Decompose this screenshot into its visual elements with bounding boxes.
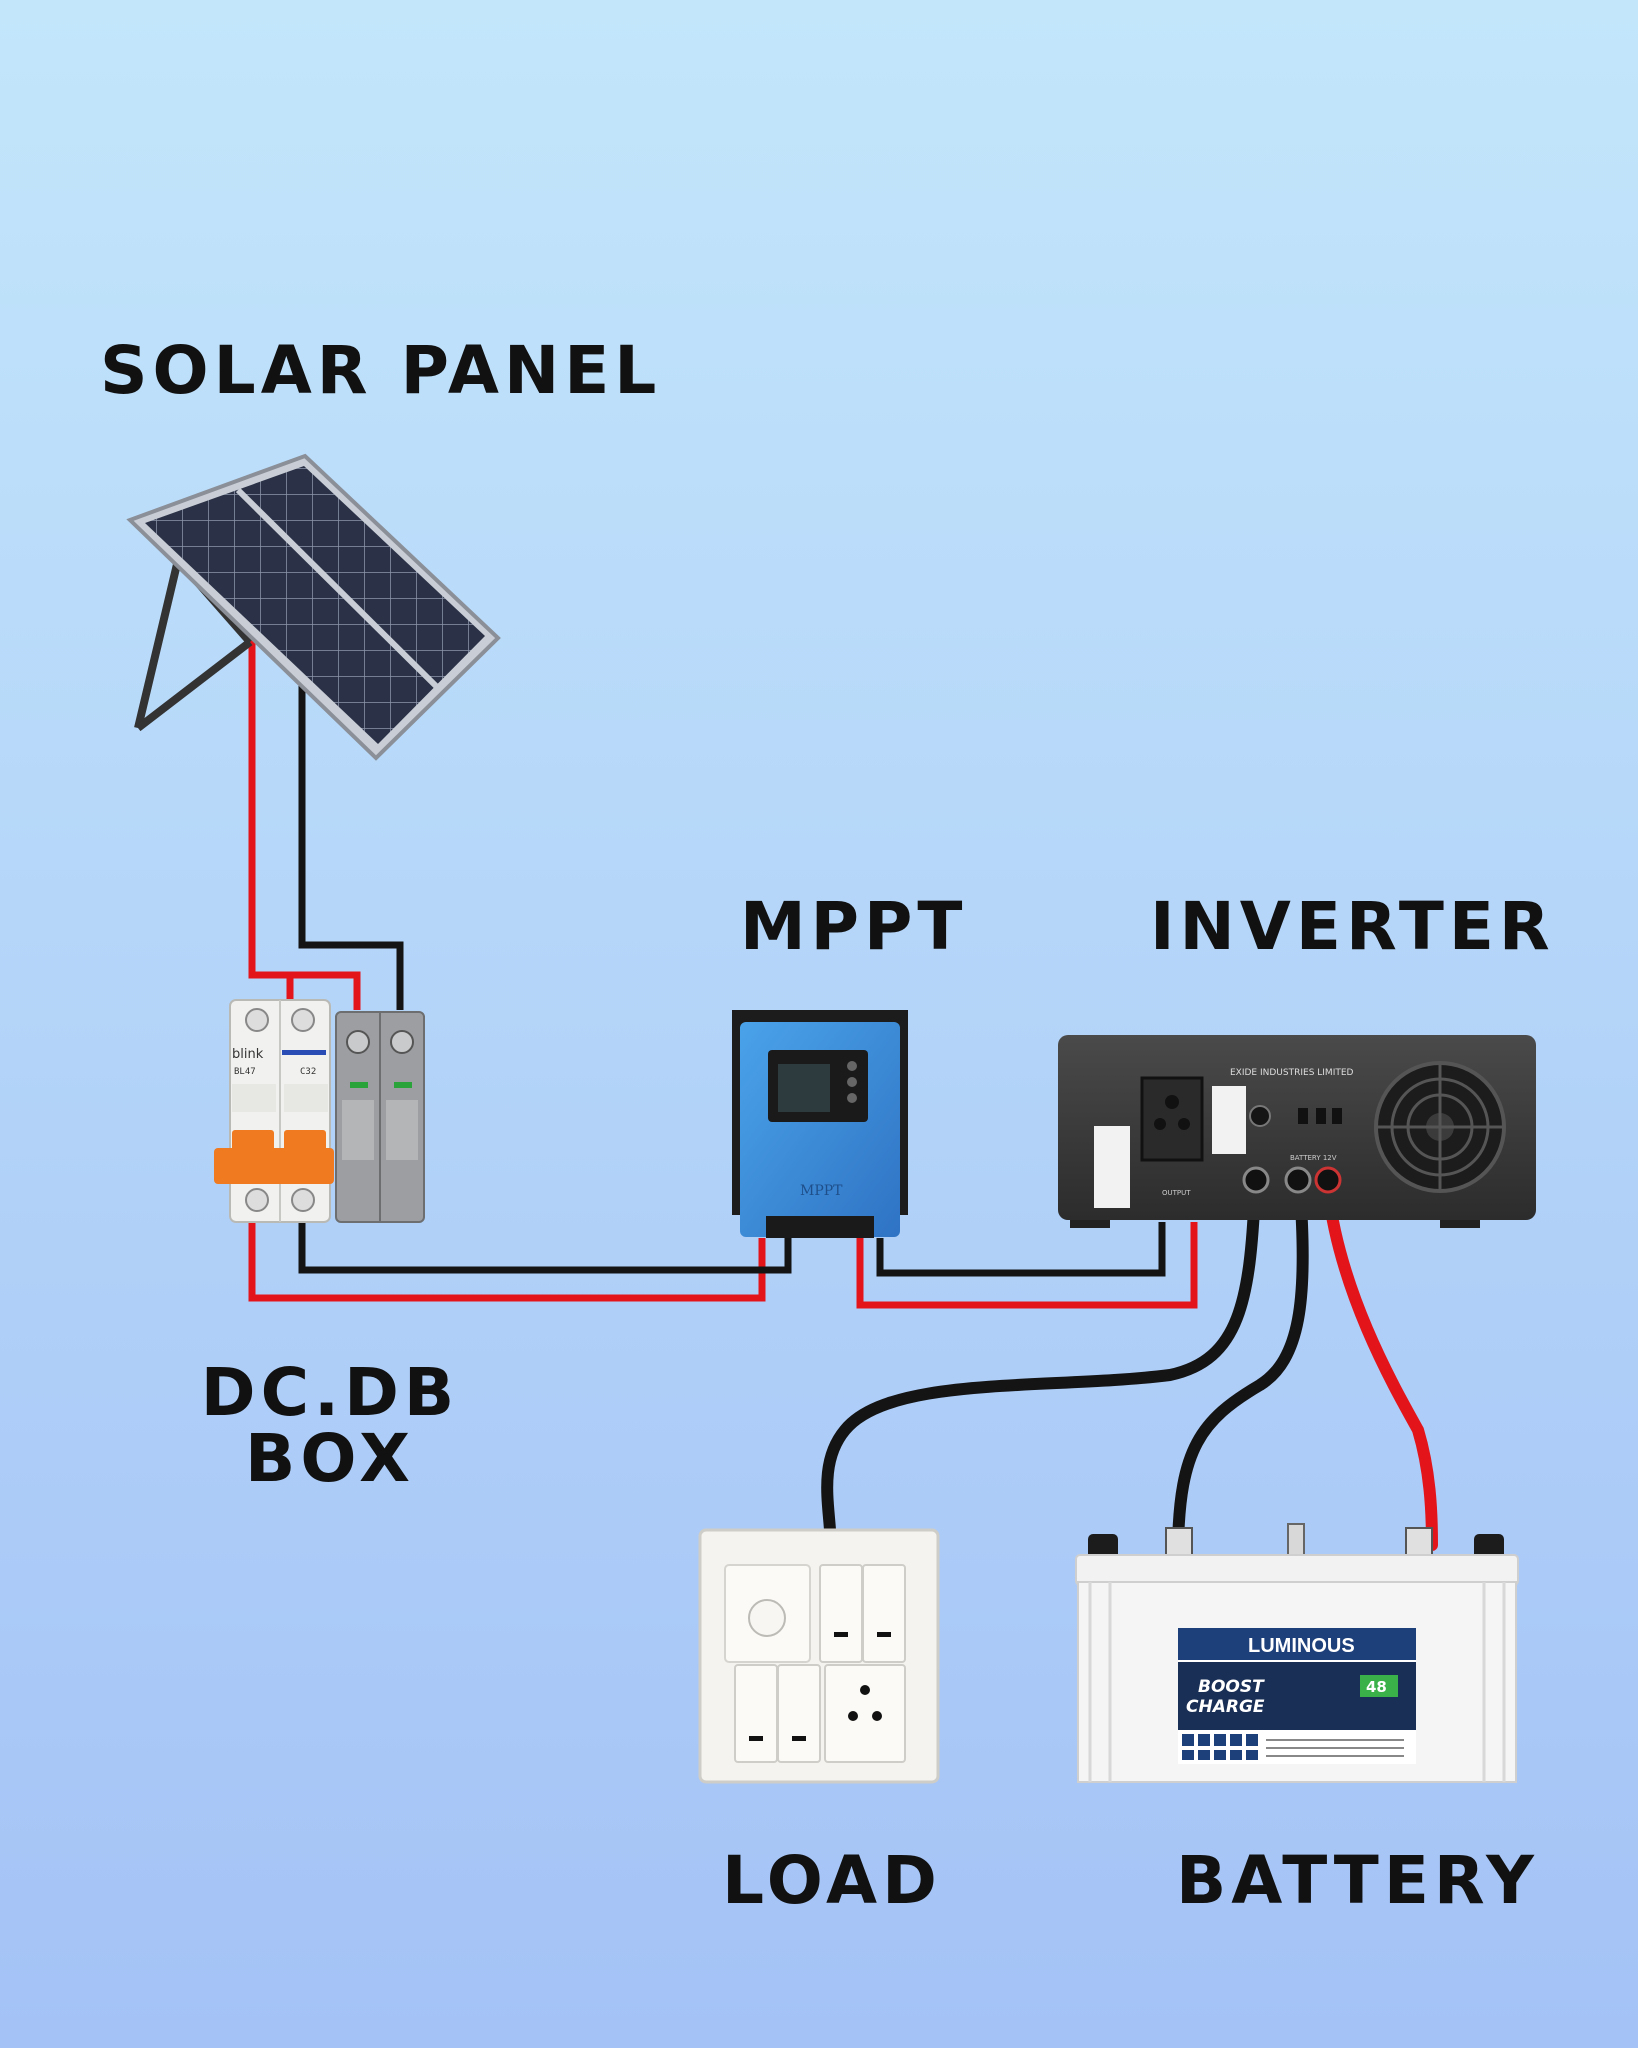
mppt-controller: MPPT <box>732 1010 908 1238</box>
mcb-brand: blink <box>232 1047 264 1062</box>
label-load: LOAD <box>722 1842 942 1919</box>
inverter-terminal-1 <box>1242 1166 1270 1194</box>
switch-1 <box>819 1564 863 1663</box>
label-dcdb-line2: BOX <box>245 1420 415 1497</box>
power-socket <box>824 1664 906 1763</box>
battery-warranty-badge <box>1360 1675 1398 1697</box>
mppt-face-label: MPPT <box>800 1183 843 1199</box>
label-inverter: INVERTER <box>1150 888 1555 965</box>
battery: LUMINOUS BOOST CHARGE 48 <box>1075 1523 1519 1783</box>
battery-brand: LUMINOUS <box>1248 1635 1355 1657</box>
wire-panel-negative <box>298 680 404 1010</box>
panel-cells <box>145 466 485 744</box>
wire-inverter-battery-negative <box>1172 1184 1309 1551</box>
wire-mppt-inverter-positive <box>856 1222 1198 1309</box>
mcb-rating: C32 <box>300 1067 316 1077</box>
battery-warranty: 48 <box>1366 1678 1387 1696</box>
label-dcdb-line1: DC.DB <box>200 1354 460 1431</box>
switch-2 <box>862 1564 906 1663</box>
label-solar-panel: SOLAR PANEL <box>100 332 662 409</box>
wire-mppt-inverter-negative <box>876 1222 1166 1277</box>
inverter-fan <box>1374 1061 1506 1193</box>
fan-regulator-knob <box>748 1599 786 1637</box>
wire-inverter-battery-positive <box>1322 1184 1438 1551</box>
inverter-fuse <box>1249 1105 1271 1127</box>
inverter-sticker-small <box>1094 1126 1130 1208</box>
label-battery: BATTERY <box>1176 1842 1539 1919</box>
dcdb-box: blink BL47 C32 <box>214 999 425 1223</box>
panel-divider <box>235 487 443 693</box>
inverter-sticker <box>1212 1086 1246 1154</box>
battery-top <box>1075 1554 1519 1586</box>
battery-boost-text: BOOST <box>1198 1677 1265 1697</box>
label-mppt: MPPT <box>740 888 968 965</box>
mppt-bottom-panel <box>766 1216 874 1238</box>
mppt-screen <box>778 1064 830 1112</box>
switch-4 <box>777 1664 821 1763</box>
switch-3 <box>734 1664 778 1763</box>
solar-panel <box>126 453 501 761</box>
inverter: EXIDE INDUSTRIES LIMITED OUTPUT BATTERY … <box>1058 1035 1536 1228</box>
wire-inverter-load <box>821 1184 1261 1536</box>
mcb-model: BL47 <box>234 1067 256 1077</box>
inverter-maker: EXIDE INDUSTRIES LIMITED <box>1230 1068 1354 1078</box>
inverter-output-label: OUTPUT <box>1162 1189 1191 1197</box>
inverter-battery-label: BATTERY 12V <box>1290 1154 1337 1162</box>
inverter-terminal-3 <box>1314 1166 1342 1194</box>
mcb-toggle <box>214 1148 334 1184</box>
battery-charge-text: CHARGE <box>1186 1697 1265 1717</box>
load-switchboard <box>698 1528 940 1784</box>
battery-brand-bar <box>1178 1628 1416 1660</box>
wire-dcdb-mppt-negative <box>298 1220 792 1274</box>
wiring <box>248 640 1438 1551</box>
inverter-terminal-2 <box>1284 1166 1312 1194</box>
inverter-output-socket <box>1140 1076 1204 1162</box>
label-dcdb-box: DC.DB BOX <box>180 1360 480 1492</box>
